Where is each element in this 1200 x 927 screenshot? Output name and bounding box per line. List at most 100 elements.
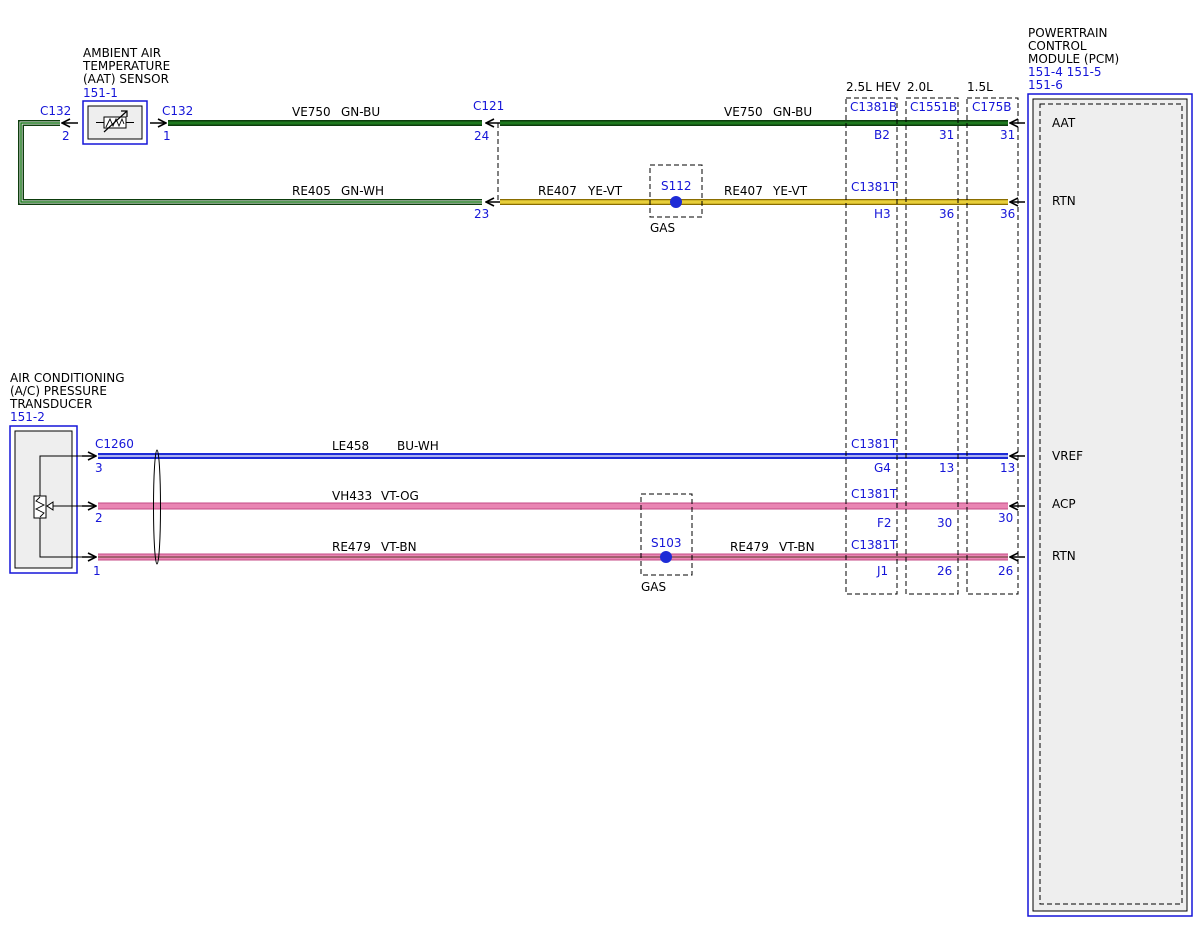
w5-left-color: VT-BN bbox=[381, 540, 417, 554]
pcm-ref-1: 151-4 151-5 bbox=[1028, 65, 1102, 79]
aat-title-line3: (AAT) SENSOR bbox=[83, 72, 169, 86]
w4-circuit: VH433 bbox=[332, 489, 372, 503]
w2-right-circuit: RE407 bbox=[724, 184, 763, 198]
w5-right-circuit: RE479 bbox=[730, 540, 769, 554]
ac-ref: 151-2 bbox=[10, 410, 45, 424]
pcm-signal-acp: ACP bbox=[1052, 497, 1076, 511]
ac-pin-1: 1 bbox=[93, 564, 101, 578]
variant-25l-pin-rtn: H3 bbox=[874, 207, 891, 221]
pcm-outer-box bbox=[1027, 93, 1193, 917]
aat-conn-left: C132 bbox=[40, 104, 71, 118]
variant-15l-conn: C175B bbox=[972, 100, 1012, 114]
w2-left-circuit: RE405 bbox=[292, 184, 331, 198]
variant-20l-pin-rtn: 36 bbox=[939, 207, 954, 221]
variant-25l-conn: C1381B bbox=[850, 100, 897, 114]
variant-20l-pin-acp: 30 bbox=[937, 516, 952, 530]
variant-25l-conn-4: C1381T bbox=[851, 487, 898, 501]
pcm-signal-rtn2: RTN bbox=[1052, 549, 1076, 563]
variant-25l-pin-acp: F2 bbox=[877, 516, 892, 530]
pcm-signal-rtn: RTN bbox=[1052, 194, 1076, 208]
wire-re405 bbox=[18, 120, 482, 205]
w1-left-circuit: VE750 bbox=[292, 105, 331, 119]
pcm-inner-dashed bbox=[1039, 103, 1183, 905]
pcm-title-line2: CONTROL bbox=[1028, 39, 1087, 53]
ac-box bbox=[9, 425, 78, 574]
pcm-title-line3: MODULE (PCM) bbox=[1028, 52, 1119, 66]
splice-s103: S103 GAS bbox=[640, 493, 693, 594]
variant-15l-pin-rtn: 36 bbox=[1000, 207, 1015, 221]
c121-label: C121 bbox=[473, 99, 504, 113]
aat-conn-right: C132 bbox=[162, 104, 193, 118]
variant-15l-box bbox=[966, 97, 1019, 595]
variant-20l-conn: C1551B bbox=[910, 100, 957, 114]
w1-right-color: GN-BU bbox=[773, 105, 812, 119]
s103-dot bbox=[660, 551, 672, 563]
ac-title-line2: (A/C) PRESSURE bbox=[10, 384, 107, 398]
pcm-signal-vref: VREF bbox=[1052, 449, 1083, 463]
w2-mid-color: YE-VT bbox=[587, 184, 623, 198]
s103-box bbox=[640, 493, 693, 576]
variant-20l-box bbox=[905, 97, 959, 595]
s112-gas-label: GAS bbox=[650, 221, 675, 235]
w1-left-color: GN-BU bbox=[341, 105, 380, 119]
engine-variant-20l: 2.0L C1551B 31 36 13 30 26 bbox=[905, 80, 959, 595]
variant-25l-conn-2: C1381T bbox=[851, 180, 898, 194]
aat-pin-left: 2 bbox=[62, 129, 70, 143]
aat-title-line2: TEMPERATURE bbox=[82, 59, 170, 73]
variant-25l-conn-5: C1381T bbox=[851, 538, 898, 552]
pcm-signal-aat: AAT bbox=[1052, 116, 1076, 130]
twisted-pair-symbol bbox=[153, 449, 161, 565]
variant-25l-pin-aat: B2 bbox=[874, 128, 890, 142]
variant-20l-label: 2.0L bbox=[907, 80, 933, 94]
s112-dot bbox=[670, 196, 682, 208]
w2-mid-circuit: RE407 bbox=[538, 184, 577, 198]
s103-label: S103 bbox=[651, 536, 682, 550]
w3-circuit: LE458 bbox=[332, 439, 369, 453]
ac-pressure-transducer: AIR CONDITIONING (A/C) PRESSURE TRANSDUC… bbox=[9, 371, 134, 578]
s112-box bbox=[649, 164, 703, 218]
s103-gas-label: GAS bbox=[641, 580, 666, 594]
ac-conn: C1260 bbox=[95, 437, 134, 451]
wire-labels: VE750 GN-BU VE750 GN-BU RE405 GN-WH RE40… bbox=[292, 105, 815, 554]
aat-sensor: AMBIENT AIR TEMPERATURE (AAT) SENSOR 151… bbox=[40, 46, 193, 145]
aat-ref: 151-1 bbox=[83, 86, 118, 100]
c121-connector: C121 24 23 bbox=[473, 99, 504, 221]
aat-title-line1: AMBIENT AIR bbox=[83, 46, 161, 60]
variant-15l-pin-vref: 13 bbox=[1000, 461, 1015, 475]
c121-pin-23: 23 bbox=[474, 207, 489, 221]
w5-left-circuit: RE479 bbox=[332, 540, 371, 554]
w3-color: BU-WH bbox=[397, 439, 439, 453]
variant-15l-pin-rtn2: 26 bbox=[998, 564, 1013, 578]
pcm-body bbox=[1032, 98, 1188, 912]
variant-25l-box bbox=[845, 97, 898, 595]
variant-25l-label: 2.5L HEV bbox=[846, 80, 901, 94]
aat-pin-right: 1 bbox=[163, 129, 171, 143]
engine-variant-25l-hev: 2.5L HEV C1381B C1381T C1381T C1381T C13… bbox=[845, 80, 901, 595]
variant-25l-conn-3: C1381T bbox=[851, 437, 898, 451]
c121-pin-24: 24 bbox=[474, 129, 489, 143]
w5-right-color: VT-BN bbox=[779, 540, 815, 554]
variant-15l-label: 1.5L bbox=[967, 80, 993, 94]
pcm-ref-2: 151-6 bbox=[1028, 78, 1063, 92]
potentiometer-icon bbox=[33, 455, 82, 558]
ac-title-line3: TRANSDUCER bbox=[9, 397, 92, 411]
w2-left-color: GN-WH bbox=[341, 184, 384, 198]
aat-sensor-box bbox=[82, 100, 148, 145]
pcm-title-line1: POWERTRAIN bbox=[1028, 26, 1108, 40]
splice-s112: S112 GAS bbox=[649, 164, 703, 235]
ac-title-line1: AIR CONDITIONING bbox=[10, 371, 125, 385]
ac-pin-3: 3 bbox=[95, 461, 103, 475]
ac-pin-2: 2 bbox=[95, 511, 103, 525]
variant-25l-pin-rtn2: J1 bbox=[876, 564, 888, 578]
variant-20l-pin-aat: 31 bbox=[939, 128, 954, 142]
variant-15l-pin-aat: 31 bbox=[1000, 128, 1015, 142]
variant-20l-pin-rtn2: 26 bbox=[937, 564, 952, 578]
s112-label: S112 bbox=[661, 179, 692, 193]
engine-variant-15l: 1.5L C175B 31 36 13 30 26 bbox=[966, 80, 1019, 595]
w1-right-circuit: VE750 bbox=[724, 105, 763, 119]
w4-color: VT-OG bbox=[381, 489, 419, 503]
variant-25l-pin-vref: G4 bbox=[874, 461, 891, 475]
w2-right-color: YE-VT bbox=[772, 184, 808, 198]
variant-15l-pin-acp: 30 bbox=[998, 511, 1013, 525]
